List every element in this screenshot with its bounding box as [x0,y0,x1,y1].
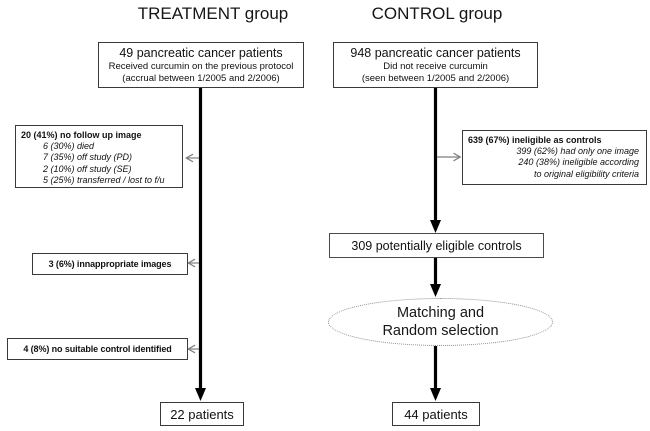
ineligible-item: 399 (62%) had only one image [516,146,639,156]
treatment-top-box: 49 pancreatic cancer patients Received c… [98,42,304,88]
no-followup-item: 5 (25%) transferred / lost to f/u [43,175,165,186]
no-followup-item: 2 (10%) off study (SE) [43,163,132,174]
ineligible-title: 639 (67%) ineligible as controls [468,135,602,145]
control-arrowhead-3-icon [430,388,441,401]
side-arrow-ineligible-head-icon [453,152,462,162]
control-top-box: 948 pancreatic cancer patients Did not r… [333,42,538,88]
no-followup-title: 20 (41%) no follow up image [21,130,142,140]
treatment-top-title: 49 pancreatic cancer patients [119,46,283,60]
no-followup-item: 7 (35%) off study (PD) [43,152,133,163]
control-eligible-box: 309 potentially eligible controls [329,233,544,258]
side-arrow-nofollowup-head-icon [184,153,194,163]
control-ineligible-box: 639 (67%) ineligible as controls 399 (62… [462,130,647,185]
side-arrow-nocontrol-head-icon [186,344,196,354]
control-final-box: 44 patients [392,402,480,426]
matching-line1: Matching and [396,305,485,321]
treatment-no-followup-box: 20 (41%) no follow up image 6 (30%) died… [15,125,183,188]
treatment-final-box: 22 patients [160,402,244,426]
control-arrowhead-2-icon [430,284,441,297]
treatment-top-line3: (accrual between 1/2005 and 2/2006) [122,72,280,84]
control-group-header: CONTROL group [371,4,503,23]
control-top-line2: Did not receive curcumin [383,61,488,72]
treatment-arrowhead-icon [195,388,206,401]
treatment-inappropriate-box: 3 (6%) innappropriate images [32,253,188,275]
treatment-group-header: TREATMENT group [137,4,289,23]
side-arrows-group [184,152,462,354]
treatment-no-control-box: 4 (8%) no suitable control identified [7,338,188,360]
control-top-line3: (seen between 1/2005 and 2/2006) [361,72,510,84]
side-arrow-inappropriate-head-icon [186,258,196,268]
ineligible-item: 240 (38%) ineligible according [518,157,639,168]
no-followup-item: 6 (30%) died [43,141,95,151]
control-top-title: 948 pancreatic cancer patients [350,46,521,60]
treatment-top-line2: Received curcumin on the previous protoc… [108,61,294,72]
control-arrowhead-1-icon [430,220,441,233]
matching-random-selection-ellipse: Matching and Random selection [328,298,553,346]
ineligible-item: to original eligibility criteria [533,168,639,179]
matching-line2: Random selection [382,323,499,339]
